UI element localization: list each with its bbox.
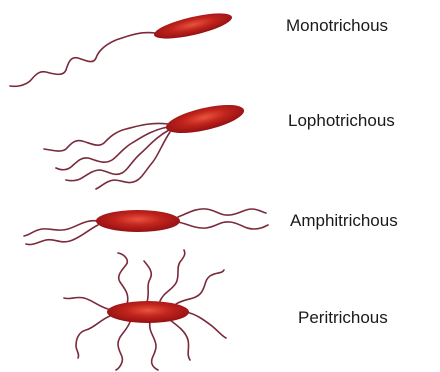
cell-body <box>164 99 247 138</box>
flagellum <box>26 225 98 245</box>
flagellum <box>10 33 155 87</box>
flagellum <box>178 222 268 229</box>
flagellum <box>150 322 158 370</box>
flagellum <box>64 297 108 309</box>
flagellum <box>24 221 98 236</box>
flagellum <box>144 261 151 302</box>
flagellum <box>118 253 128 304</box>
flagellum <box>160 250 185 301</box>
flagellum <box>186 312 226 338</box>
peritrichous-bacterium <box>64 250 226 370</box>
flagellum <box>116 322 130 370</box>
flagellum <box>176 270 224 304</box>
cell-body <box>152 8 234 44</box>
label-peritrichous: Peritrichous <box>298 309 388 326</box>
flagellum <box>44 123 168 151</box>
label-lophotrichous: Lophotrichous <box>288 112 395 129</box>
cell-body <box>96 210 180 232</box>
flagellum <box>170 320 190 360</box>
label-amphitrichous: Amphitrichous <box>290 212 398 229</box>
lophotrichous-bacterium <box>44 99 246 189</box>
amphitrichous-bacterium <box>24 209 268 245</box>
cell-body <box>107 301 189 323</box>
flagellum <box>76 316 110 358</box>
flagellum <box>178 209 266 217</box>
monotrichous-bacterium <box>10 8 234 86</box>
label-monotrichous: Monotrichous <box>286 17 388 34</box>
